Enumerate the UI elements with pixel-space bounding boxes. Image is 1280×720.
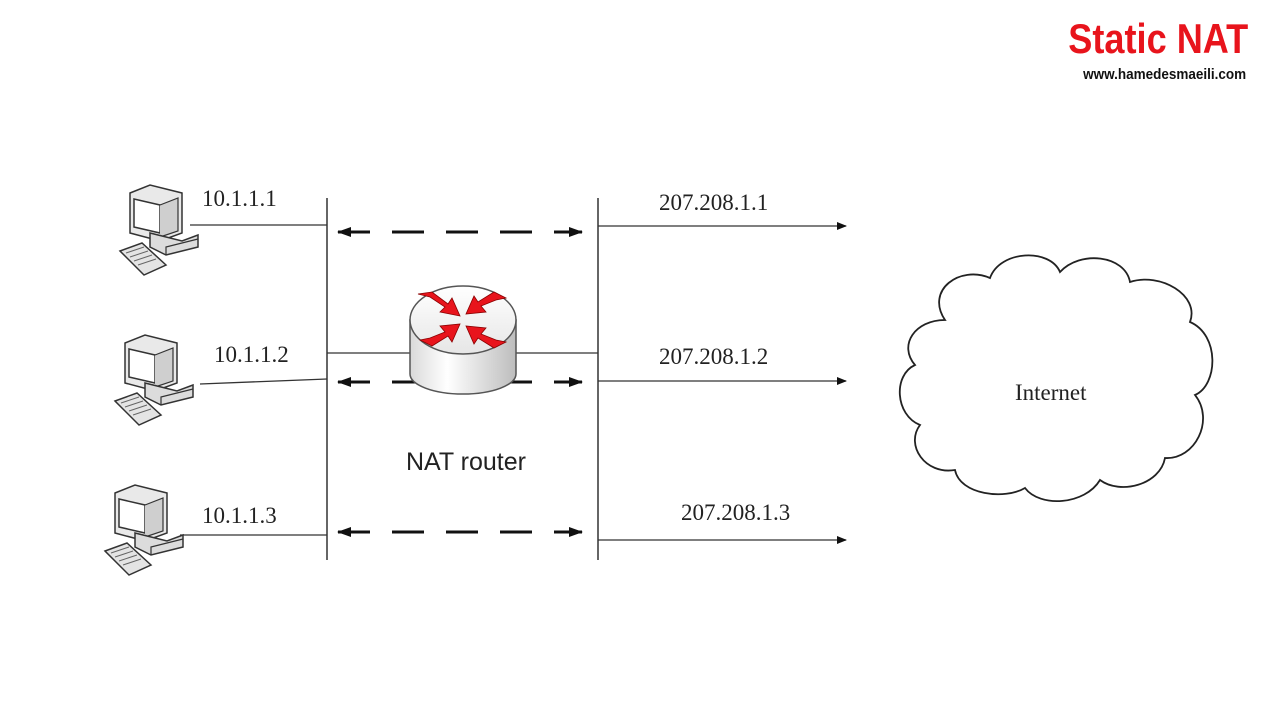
public-ip-label-2: 207.208.1.2 bbox=[659, 344, 768, 369]
host-ip-label-2: 10.1.1.2 bbox=[214, 342, 289, 367]
host-ip-label-3: 10.1.1.3 bbox=[202, 503, 277, 528]
router-icon bbox=[409, 285, 517, 395]
router-label: NAT router bbox=[406, 448, 526, 476]
computer-icon bbox=[104, 484, 184, 576]
brand-title: Static NAT bbox=[1068, 15, 1248, 62]
brand-website: www.hamedesmaeili.com bbox=[1082, 66, 1246, 83]
cloud-label: Internet bbox=[1015, 380, 1087, 405]
public-ip-label-3: 207.208.1.3 bbox=[681, 500, 790, 525]
host-link-2 bbox=[199, 378, 328, 385]
computer-icon bbox=[119, 184, 199, 276]
computer-icon bbox=[114, 334, 194, 426]
cloud-icon bbox=[898, 254, 1214, 502]
public-ip-label-1: 207.208.1.1 bbox=[659, 190, 768, 215]
host-ip-label-1: 10.1.1.1 bbox=[202, 186, 277, 211]
